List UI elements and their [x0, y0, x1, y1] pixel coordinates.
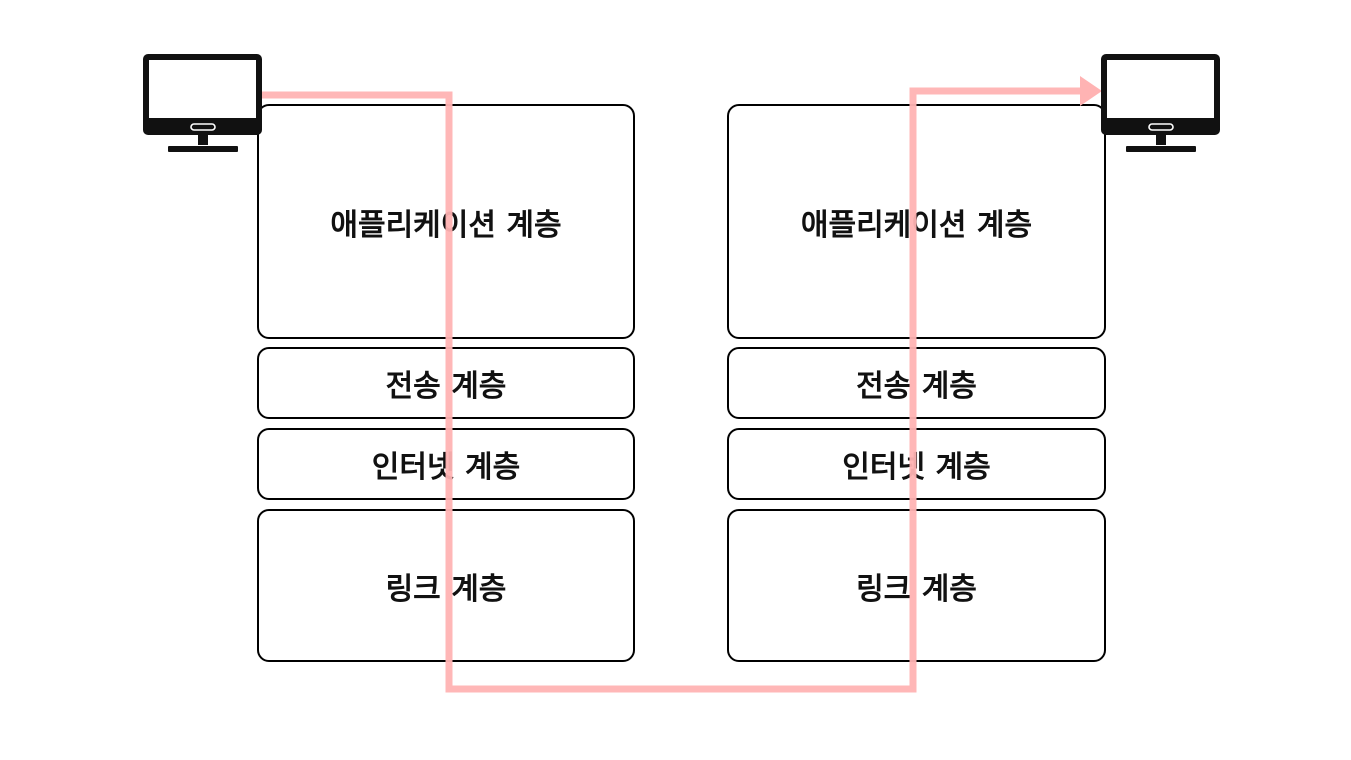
layer-label: 인터넷 계층: [842, 450, 991, 485]
right-link-layer: 링크 계층: [727, 509, 1106, 662]
right-computer-icon: [1101, 54, 1220, 152]
left-computer-icon: [143, 54, 262, 152]
layer-label: 애플리케이션 계층: [800, 207, 1033, 243]
right-internet-layer: 인터넷 계층: [727, 428, 1106, 500]
right-transport-layer: 전송 계층: [727, 347, 1106, 419]
layer-label: 링크 계층: [856, 571, 977, 607]
right-application-layer: 애플리케이션 계층: [727, 104, 1106, 339]
layer-label: 전송 계층: [856, 369, 977, 404]
